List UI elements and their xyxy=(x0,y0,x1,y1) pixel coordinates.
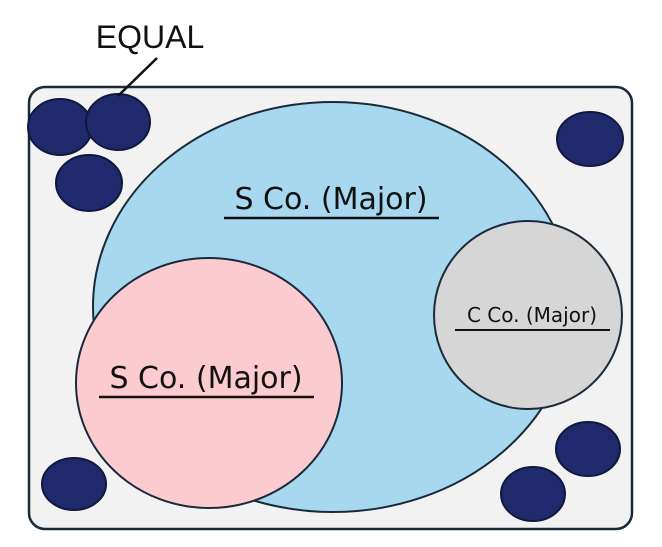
small-entity-dot xyxy=(500,466,566,522)
small-entity-dot xyxy=(55,154,123,212)
small-entity-dot xyxy=(85,93,151,151)
callout-label: EQUAL xyxy=(96,19,204,55)
left-entity-circle xyxy=(75,257,343,509)
large-entity-label: S Co. (Major) xyxy=(234,182,427,217)
small-entity-dot xyxy=(41,457,107,511)
small-entity-dot xyxy=(556,111,624,167)
right-entity-label: C Co. (Major) xyxy=(467,303,597,327)
left-entity-label: S Co. (Major) xyxy=(109,361,302,396)
small-entity-dot xyxy=(555,421,621,477)
callout-line xyxy=(117,57,158,97)
right-entity-circle xyxy=(433,220,623,410)
small-entity-dot xyxy=(27,98,93,156)
